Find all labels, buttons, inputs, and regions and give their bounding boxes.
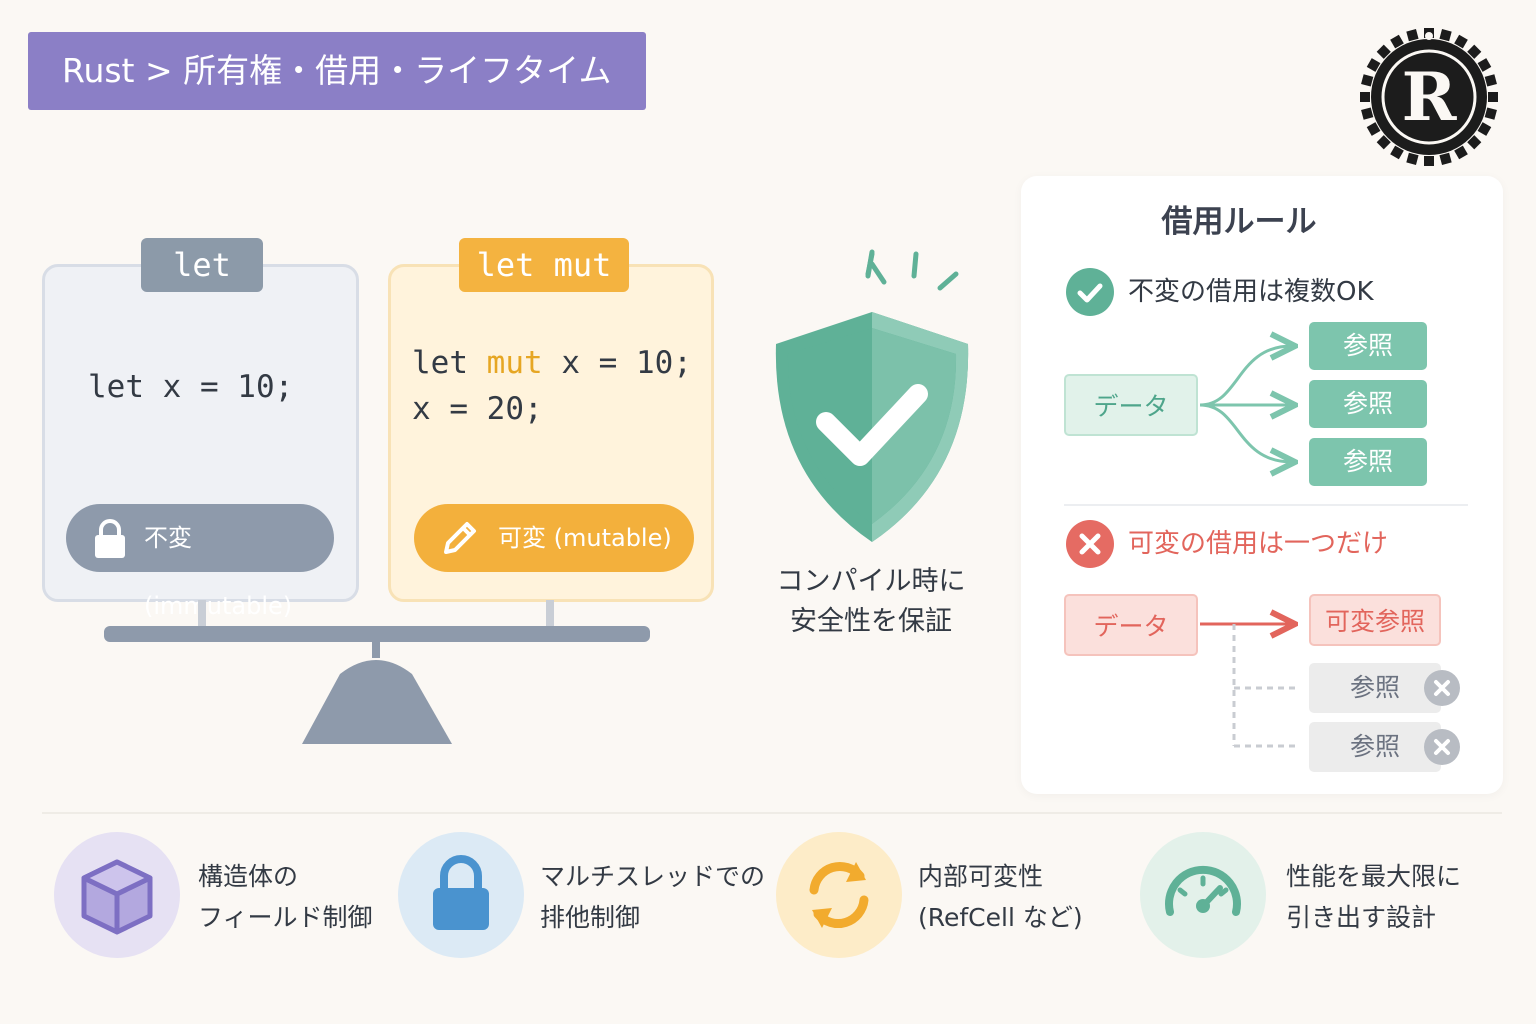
shield-caption-line1: コンパイル時に	[776, 566, 966, 597]
gear-tooth	[1406, 29, 1419, 42]
feature-thread	[398, 832, 524, 958]
ref-box: 参照	[1309, 380, 1427, 428]
gear-tooth	[1390, 34, 1404, 49]
cube-icon	[81, 859, 153, 935]
gear-tooth	[1424, 156, 1434, 166]
blocked-ref-box: 参照	[1309, 663, 1441, 713]
mutable-ref-box: 可変参照	[1309, 594, 1441, 646]
gear-tooth	[1361, 74, 1374, 87]
feature-struct	[54, 832, 180, 958]
mutable-badge-label: 可変 (mutable)	[498, 524, 672, 552]
check-icon	[1066, 268, 1114, 316]
gear-tooth	[1477, 122, 1492, 136]
ref-box: 参照	[1309, 322, 1427, 370]
blocked-x-icon	[1424, 729, 1460, 765]
bottom-divider	[42, 812, 1502, 814]
gear-tooth	[1454, 145, 1468, 160]
gear-tooth	[1454, 34, 1468, 49]
feature-line: マルチスレッドでの	[540, 862, 766, 891]
balance-scale	[104, 600, 650, 744]
feature-line: (RefCell など)	[918, 903, 1083, 932]
feature-line: 性能を最大限に	[1286, 862, 1462, 891]
mutable-badge: 可変 (mutable)	[414, 504, 694, 572]
gear-tooth	[1484, 107, 1497, 120]
gear-tooth	[1360, 92, 1370, 102]
rust-logo-letter: R	[1402, 58, 1458, 136]
refresh-icon	[809, 862, 869, 928]
shield-caption: コンパイル時に 安全性を保証	[760, 562, 982, 642]
data-box-mutable: データ	[1064, 594, 1198, 656]
let-code: let x = 10;	[88, 369, 294, 405]
rules-divider	[1064, 504, 1468, 506]
sparkle-lines	[869, 251, 959, 291]
blocked-ref-box: 参照	[1309, 722, 1441, 772]
code-line1-b: x = 10;	[542, 345, 692, 381]
feature-line: 内部可変性	[918, 862, 1044, 891]
shield-check-icon	[775, 249, 969, 542]
feature-refcell-text: 内部可変性 (RefCell など)	[918, 856, 1083, 938]
blocked-x-icon	[1424, 670, 1460, 706]
rule-immutable: 不変の借用は複数OK	[1066, 268, 1374, 316]
lock-icon	[95, 519, 125, 558]
feature-performance	[1140, 832, 1266, 958]
let-mut-tag: let mut	[459, 238, 629, 292]
immutable-badge-label: 不変 (immutable)	[144, 524, 293, 620]
gear-tooth	[1361, 107, 1374, 120]
page-title: Rust > 所有権・借用・ライフタイム	[28, 32, 646, 110]
gear-tooth	[1406, 152, 1419, 165]
gear-tooth	[1366, 122, 1381, 136]
feature-struct-text: 構造体の フィールド制御	[198, 856, 373, 938]
feature-line: 排他制御	[540, 903, 641, 932]
feature-line: フィールド制御	[198, 903, 373, 932]
ref-box: 参照	[1309, 438, 1427, 486]
gauge-icon	[1165, 865, 1241, 916]
gear-tooth	[1488, 92, 1498, 102]
gear-tooth	[1390, 145, 1404, 160]
let-tag: let	[141, 238, 263, 292]
code-line1-a: let	[412, 345, 487, 381]
gear-tooth	[1439, 29, 1452, 42]
lock-icon	[433, 855, 489, 930]
code-keyword-mut: mut	[486, 345, 543, 381]
gear-tooth	[1477, 58, 1492, 72]
feature-line: 引き出す設計	[1286, 903, 1437, 932]
code-line2: x = 20;	[412, 391, 543, 427]
gear-tooth	[1439, 152, 1452, 165]
rule-mutable-heading: 可変の借用は一つだけ	[1128, 529, 1389, 559]
feature-thread-text: マルチスレッドでの 排他制御	[540, 856, 765, 938]
gear-tooth	[1366, 58, 1381, 72]
shield-caption-line2: 安全性を保証	[790, 606, 952, 637]
rule-immutable-heading: 不変の借用は複数OK	[1128, 277, 1374, 307]
let-mut-code: let mut x = 10; x = 20;	[412, 340, 692, 432]
rust-logo: R	[1360, 28, 1498, 166]
feature-line: 構造体の	[198, 862, 299, 891]
pencil-icon	[444, 522, 476, 554]
feature-performance-text: 性能を最大限に 引き出す設計	[1286, 856, 1461, 938]
gear-tooth	[1484, 74, 1497, 87]
data-box-immutable: データ	[1064, 374, 1198, 436]
cross-icon	[1066, 520, 1114, 568]
feature-refcell	[776, 832, 902, 958]
borrow-rules-title: 借用ルール	[1161, 204, 1317, 240]
rule-mutable: 可変の借用は一つだけ	[1066, 520, 1388, 568]
immutable-badge: 不変 (immutable)	[66, 504, 334, 620]
